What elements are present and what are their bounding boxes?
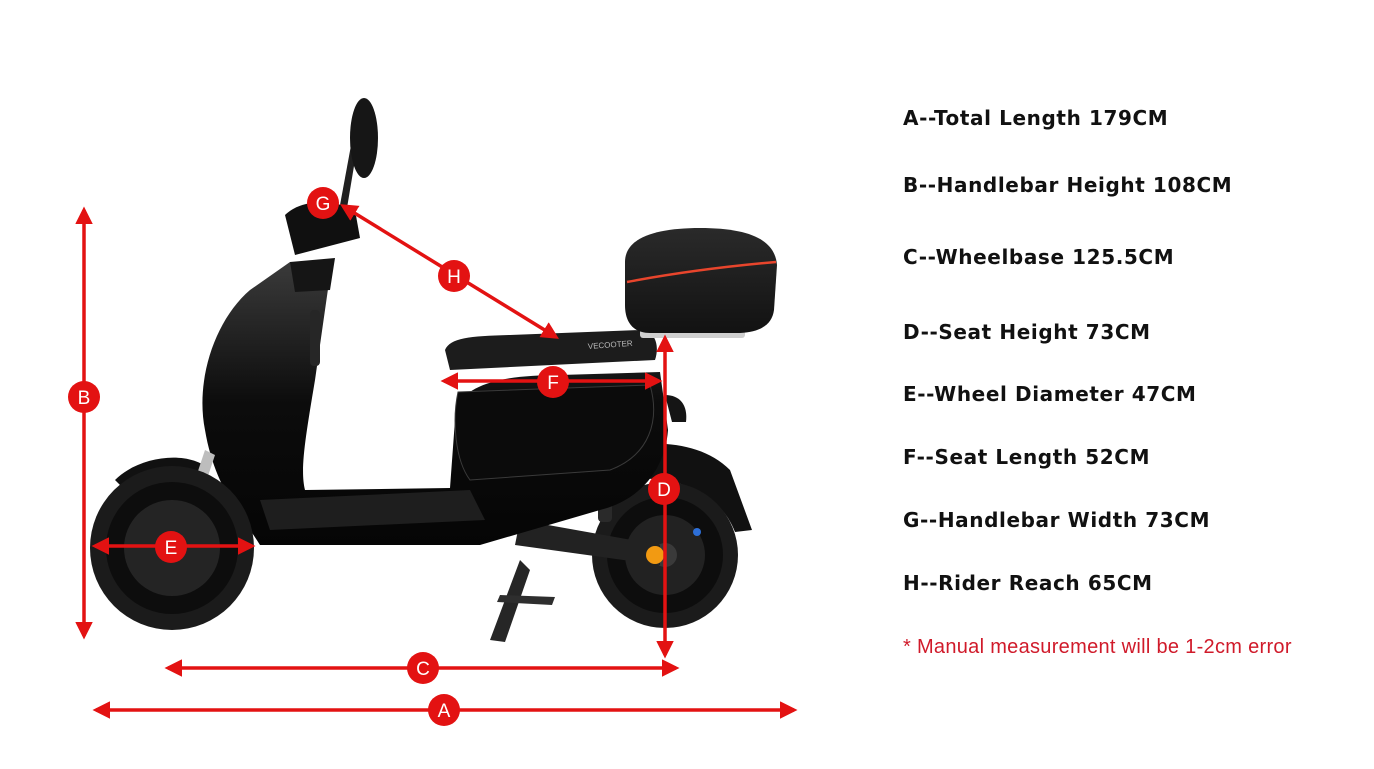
badge-a: A	[428, 694, 460, 726]
floorboard	[260, 490, 485, 530]
scooter-logo: VECOOTER	[588, 339, 634, 351]
badge-c: C	[407, 652, 439, 684]
measurement-badges: A B C D E F G H	[68, 187, 680, 726]
spec-wheel-diameter: E--Wheel Diameter 47CM	[903, 382, 1197, 406]
measurement-note: * Manual measurement will be 1-2cm error	[903, 636, 1292, 658]
svg-text:A: A	[438, 701, 451, 722]
rear-grab-handle	[665, 395, 687, 422]
steering-column	[290, 258, 335, 292]
spec-wheelbase: C--Wheelbase 125.5CM	[903, 245, 1175, 269]
seat	[445, 330, 657, 370]
svg-text:D: D	[657, 480, 671, 501]
badge-b: B	[68, 381, 100, 413]
scooter-illustration: VECOOTER	[90, 98, 777, 642]
badge-g: G	[307, 187, 339, 219]
spec-handlebar-height: B--Handlebar Height 108CM	[903, 173, 1233, 197]
svg-text:C: C	[416, 659, 430, 680]
front-fender	[115, 457, 210, 490]
mirror	[350, 98, 378, 178]
badge-h: H	[438, 260, 470, 292]
svg-text:H: H	[447, 267, 461, 288]
spec-seat-height: D--Seat Height 73CM	[903, 320, 1151, 344]
top-case	[625, 228, 777, 333]
spec-rider-reach: H--Rider Reach 65CM	[903, 571, 1153, 595]
svg-text:E: E	[165, 538, 178, 559]
swingarm	[515, 520, 660, 565]
svg-text:G: G	[316, 194, 331, 215]
spec-handlebar-width: G--Handlebar Width 73CM	[903, 508, 1211, 532]
center-stand	[497, 595, 555, 605]
svg-text:F: F	[547, 373, 559, 394]
ignition-key	[310, 310, 320, 366]
spec-total-length: A--Total Length 179CM	[903, 106, 1169, 130]
badge-d: D	[648, 473, 680, 505]
badge-f: F	[537, 366, 569, 398]
side-panel	[454, 384, 655, 481]
reflector	[646, 546, 664, 564]
badge-e: E	[155, 531, 187, 563]
spec-seat-length: F--Seat Length 52CM	[903, 445, 1151, 469]
svg-text:B: B	[78, 388, 91, 409]
